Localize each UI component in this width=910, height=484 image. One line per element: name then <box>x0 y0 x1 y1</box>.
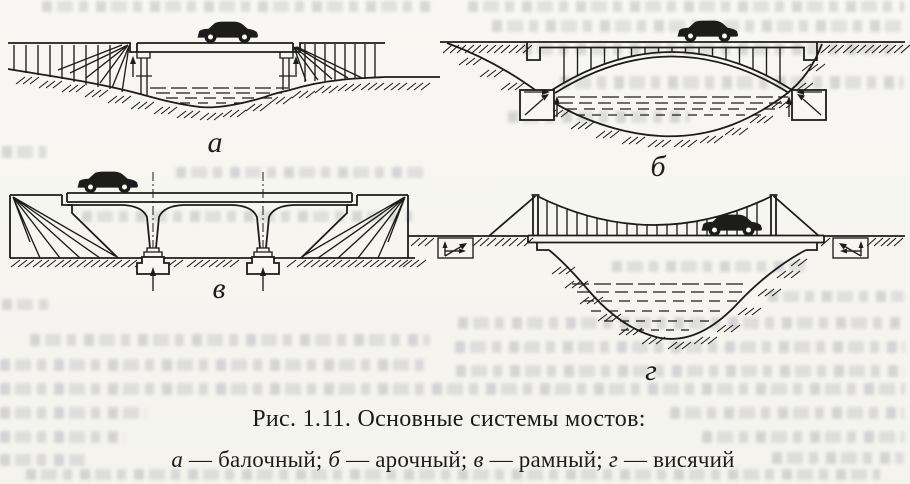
deck-girder <box>526 42 818 61</box>
left-embankment-line <box>8 42 137 53</box>
hatching <box>302 196 406 259</box>
legend-key: г <box>608 447 619 472</box>
hatching <box>10 259 427 268</box>
hatching <box>15 76 431 121</box>
valley-slope <box>7 68 440 109</box>
legend-item: а — балочный; <box>171 447 328 472</box>
legend-item: в — рамный; <box>473 447 608 472</box>
arch-bridge-diagram: б <box>440 20 910 183</box>
car-icon <box>701 214 762 236</box>
car-icon <box>77 171 138 193</box>
bridge-deck <box>66 192 353 203</box>
legend-text: — арочный; <box>340 447 474 472</box>
pylon <box>531 194 540 236</box>
diagram-label-beam: а <box>208 126 223 159</box>
hatching <box>410 237 904 247</box>
main-cable <box>536 195 773 226</box>
right-embankment-line <box>293 42 385 53</box>
footing <box>136 256 170 275</box>
car-icon <box>677 20 738 42</box>
bearing <box>143 247 163 258</box>
figure-caption-legend: а — балочный; б — арочный; в — рамный; г… <box>0 447 906 473</box>
thrust-arrow <box>524 98 544 116</box>
valley-slope <box>548 249 807 340</box>
anchor-block <box>437 237 474 259</box>
spandrel-columns <box>563 48 781 83</box>
legend-item: г — висячий <box>609 447 735 472</box>
bridge-deck <box>527 234 825 251</box>
figure-caption-title: Рис. 1.11. Основные системы мостов: <box>252 406 646 432</box>
legend-text: — висячий <box>618 447 735 472</box>
footing <box>246 256 280 275</box>
hatching <box>551 258 808 350</box>
bearing <box>253 247 273 258</box>
car-icon <box>197 21 258 43</box>
anchor-block <box>832 237 869 259</box>
arch-rib <box>554 55 790 94</box>
legend-text: — балочный; <box>183 447 329 472</box>
beam-bridge-diagram: а <box>7 21 440 159</box>
legend-key: а <box>171 447 184 472</box>
suspension-bridge-diagram: г <box>408 194 905 387</box>
diagram-label-suspension: г <box>645 354 657 387</box>
arch-rib <box>551 51 793 91</box>
backstay-cable <box>488 195 820 237</box>
pylon <box>769 194 778 236</box>
diagram-label-arch: б <box>650 150 666 183</box>
hatching <box>57 44 130 93</box>
legend-text: — рамный; <box>483 447 609 472</box>
legend-item: б — арочный; <box>328 447 473 472</box>
thrust-arrow <box>802 98 822 116</box>
frame-bridge-diagram: в <box>9 171 427 305</box>
pier <box>279 52 295 90</box>
diagram-label-frame: в <box>212 272 225 305</box>
hatching <box>13 45 111 89</box>
frame-legs <box>67 204 352 249</box>
legend-key: в <box>473 447 484 472</box>
pier <box>136 52 152 95</box>
hatching <box>12 196 116 259</box>
bridge-deck <box>136 42 294 53</box>
legend-key: б <box>328 447 341 472</box>
hatching <box>293 46 363 82</box>
